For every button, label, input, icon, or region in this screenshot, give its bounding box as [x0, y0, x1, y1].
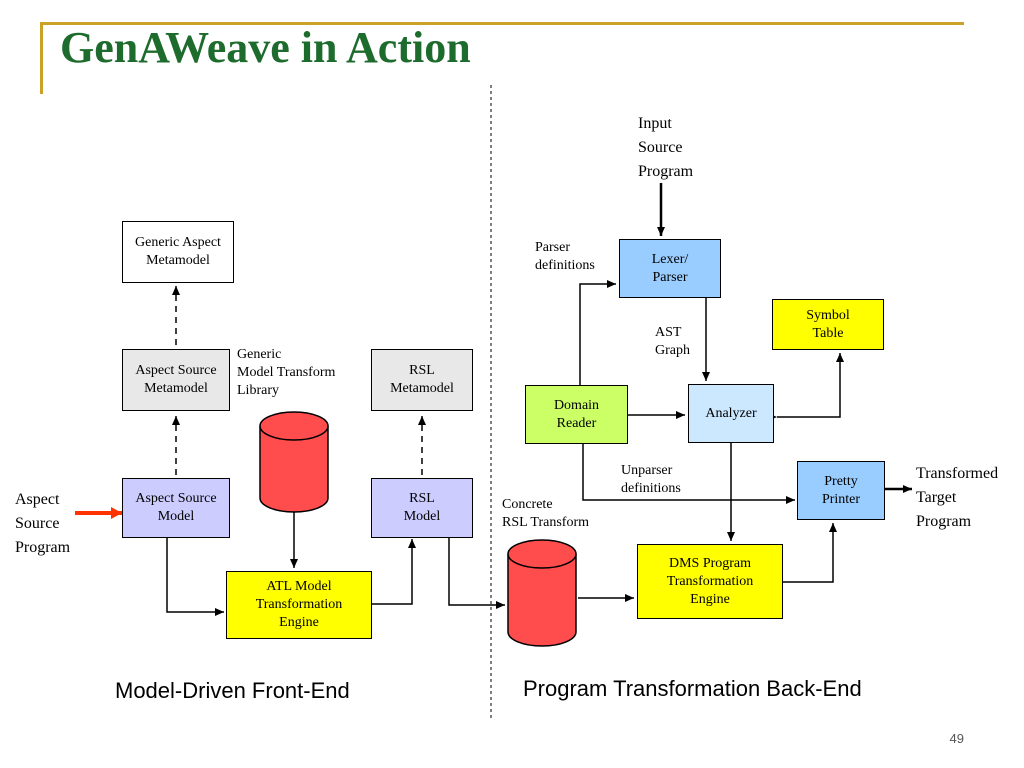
- input-source-program-label: Input Source Program: [638, 115, 694, 180]
- generic-aspect-metamodel-box[interactable]: Generic Aspect Metamodel: [122, 221, 234, 283]
- arrow-analyzer-symbol-table: [768, 353, 844, 421]
- dms-engine-box[interactable]: DMS Program Transformation Engine: [637, 544, 783, 619]
- pretty-printer-box[interactable]: Pretty Printer: [797, 461, 885, 520]
- domain-reader-label: Domain Reader: [553, 397, 600, 431]
- lexer-parser-label: Lexer/ Parser: [651, 251, 689, 285]
- domain-reader-box[interactable]: Domain Reader: [525, 385, 628, 444]
- title-rule-horizontal: [40, 22, 964, 25]
- rsl-model-label: RSL Model: [403, 491, 441, 524]
- generic-model-transform-library-cylinder: [259, 411, 329, 513]
- symbol-table-box[interactable]: Symbol Table: [772, 299, 884, 350]
- analyzer-box[interactable]: Analyzer: [688, 384, 774, 443]
- generic-model-transform-library-label: Generic Model Transform Library: [237, 347, 336, 398]
- atl-engine-box[interactable]: ATL Model Transformation Engine: [226, 571, 372, 639]
- aspect-source-model-box[interactable]: Aspect Source Model: [122, 478, 230, 538]
- dms-engine-label: DMS Program Transformation Engine: [666, 555, 754, 607]
- parser-definitions-label: Parser definitions: [535, 240, 595, 273]
- aspect-source-metamodel-label: Aspect Source Metamodel: [135, 363, 217, 396]
- arrow-rslmodel-to-transform: [448, 537, 505, 609]
- back-end-caption: Program Transformation Back-End: [523, 676, 862, 701]
- arrow-atl-to-rslmodel: [372, 539, 416, 605]
- arrow-reader-to-printer: [582, 443, 795, 504]
- lexer-parser-box[interactable]: Lexer/ Parser: [619, 239, 721, 298]
- aspect-source-program-label: Aspect Source Program: [15, 491, 71, 556]
- arrow-dms-to-printer: [783, 523, 837, 583]
- pretty-printer-label: Pretty Printer: [821, 473, 861, 507]
- generic-aspect-metamodel-label: Generic Aspect Metamodel: [135, 235, 221, 268]
- arrow-asmodel-to-atl: [166, 537, 224, 616]
- aspect-source-metamodel-box[interactable]: Aspect Source Metamodel: [122, 349, 230, 411]
- rsl-model-box[interactable]: RSL Model: [371, 478, 473, 538]
- ast-graph-label: AST Graph: [655, 325, 690, 358]
- front-end-caption: Model-Driven Front-End: [115, 678, 350, 703]
- title-rule-vertical: [40, 22, 43, 94]
- unparser-definitions-label: Unparser definitions: [621, 463, 681, 496]
- aspect-source-model-label: Aspect Source Model: [135, 491, 217, 524]
- arrow-reader-to-lexer: [579, 280, 616, 385]
- rsl-metamodel-label: RSL Metamodel: [390, 363, 454, 396]
- analyzer-label: Analyzer: [705, 405, 757, 421]
- concrete-rsl-transform-label: Concrete RSL Transform: [502, 497, 590, 530]
- rsl-metamodel-box[interactable]: RSL Metamodel: [371, 349, 473, 411]
- page-number: 49: [949, 731, 964, 746]
- concrete-rsl-transform-cylinder: [507, 539, 577, 647]
- slide-title: GenAWeave in Action: [60, 23, 471, 72]
- atl-engine-label: ATL Model Transformation Engine: [255, 579, 343, 630]
- transformed-target-program-label: Transformed Target Program: [916, 465, 999, 530]
- symbol-table-label: Symbol Table: [806, 307, 850, 341]
